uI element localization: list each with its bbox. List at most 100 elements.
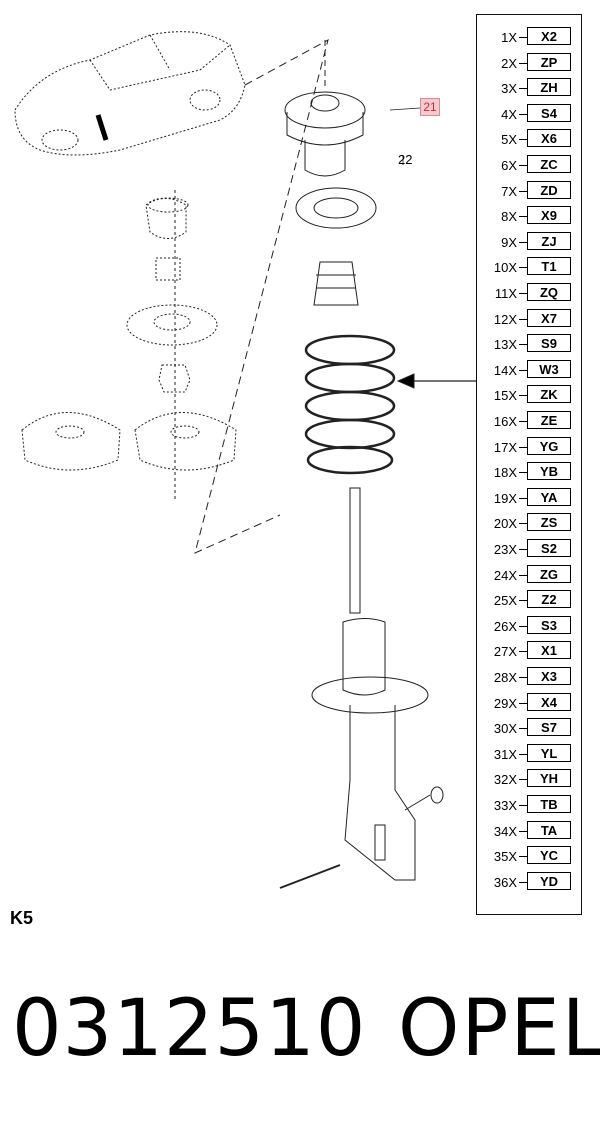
legend-code: X4 [527, 692, 571, 711]
legend-qty: 24X [493, 567, 517, 583]
legend-qty: 14X [493, 362, 517, 378]
coil-spring [304, 334, 396, 475]
legend-tick [519, 165, 527, 166]
legend-tick [519, 779, 527, 781]
legend-row: 7X ZD [477, 179, 583, 203]
legend-tick [519, 625, 527, 627]
part-number: 0312510 [12, 984, 367, 1074]
legend-tick [519, 293, 527, 294]
bump-stop [313, 261, 359, 306]
legend-tick [519, 523, 527, 525]
legend-code: X1 [527, 641, 571, 660]
legend-tick [519, 574, 527, 576]
legend-qty: 9X [501, 234, 517, 250]
legend-row: 12X X7 [477, 307, 583, 331]
legend-code: TB [527, 795, 571, 813]
legend-tick [519, 62, 527, 64]
legend-code: X7 [527, 308, 571, 327]
legend-row: 10X T1 [477, 255, 583, 279]
legend-qty: 7X [501, 183, 517, 199]
legend-tick [519, 446, 527, 448]
legend-qty: 10X [493, 260, 517, 276]
legend-qty: 33X [493, 798, 517, 813]
legend-qty: 13X [493, 337, 517, 353]
legend-tick [519, 881, 527, 883]
legend-qty: 2X [501, 55, 517, 71]
legend-qty: 26X [493, 618, 517, 634]
legend-code: ZE [527, 411, 571, 429]
legend-qty: 4X [501, 106, 517, 122]
legend-code: YC [527, 846, 571, 865]
legend-row: 2X ZP [477, 51, 583, 75]
legend-tick [519, 37, 527, 38]
legend-qty: 29X [493, 695, 517, 711]
legend-code: YA [527, 487, 571, 506]
legend-tick [519, 651, 527, 653]
legend-qty: 27X [493, 644, 517, 660]
legend-qty: 12X [493, 311, 517, 327]
legend-code: ZS [527, 513, 571, 532]
legend-tick [519, 728, 527, 730]
legend-qty: 18X [493, 465, 517, 481]
legend-qty: 11X [494, 286, 517, 301]
callout-22: 22 [398, 152, 413, 167]
legend-code: YB [527, 462, 571, 481]
legend-qty: 17X [493, 439, 517, 455]
exploded-strut-diagram [14, 31, 476, 889]
legend-tick [519, 88, 527, 90]
legend-code: ZD [527, 180, 571, 199]
legend-code: Z2 [527, 590, 571, 609]
legend-tick [519, 139, 527, 141]
brand-name: OPEL [398, 984, 600, 1074]
legend-qty: 36X [493, 874, 517, 890]
legend-tick [519, 805, 527, 806]
legend-tick [519, 549, 527, 550]
legend-tick [519, 395, 527, 397]
legend-tick [519, 702, 527, 704]
legend-row: 33X TB [477, 793, 583, 817]
legend-code: T1 [527, 257, 571, 276]
legend-qty: 3X [501, 81, 517, 97]
legend-code: S2 [527, 539, 571, 557]
legend-qty: 16X [493, 414, 517, 429]
legend-tick [519, 369, 527, 371]
legend-row: 18X YB [477, 460, 583, 484]
legend-row: 35X YC [477, 844, 583, 868]
legend-qty: 6X [501, 158, 517, 173]
legend-qty: 35X [493, 849, 517, 865]
left-parts [21, 197, 237, 471]
legend-qty: 19X [493, 490, 517, 506]
legend-code: X3 [527, 667, 571, 685]
legend-qty: 31X [493, 746, 517, 762]
dashed-bracket [194, 39, 329, 554]
legend-code: X6 [527, 129, 571, 148]
figure-label: K5 [10, 908, 34, 928]
callout-21: 21 [420, 98, 440, 116]
legend-row: 28X X3 [477, 665, 583, 689]
legend-qty: 28X [493, 670, 517, 685]
legend-tick [519, 344, 527, 346]
legend-tick [519, 600, 527, 602]
legend-code: ZP [527, 52, 571, 71]
legend-tick [519, 677, 527, 678]
legend-qty: 8X [501, 209, 517, 225]
legend-tick [519, 216, 527, 218]
legend-row: 26X S3 [477, 614, 583, 638]
legend-code: YD [527, 871, 571, 890]
legend-tick [519, 497, 527, 499]
legend-tick [519, 113, 527, 115]
legend-code: S3 [527, 615, 571, 634]
